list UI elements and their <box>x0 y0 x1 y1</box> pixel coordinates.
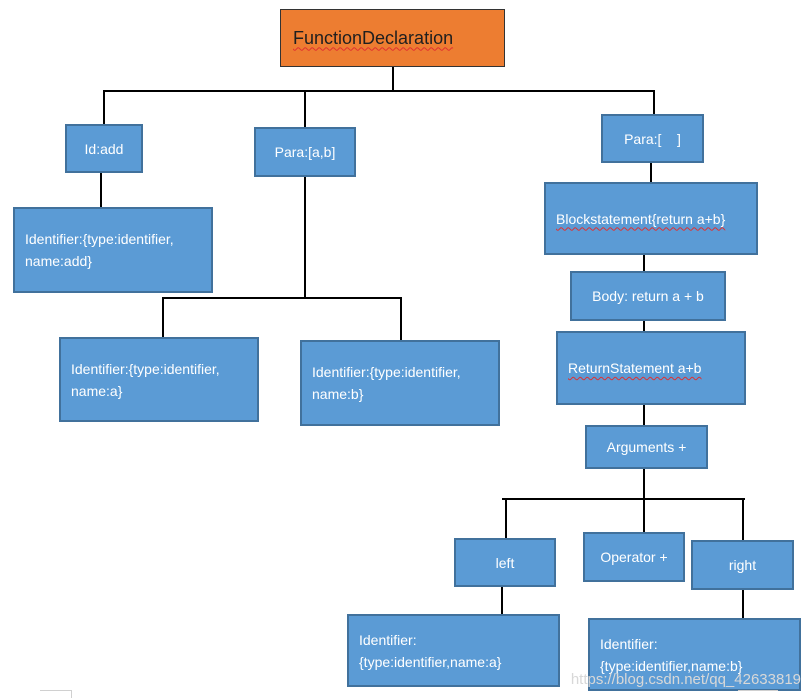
body-label: Body: return a + b <box>592 288 704 304</box>
watermark: https://blog.csdn.net/qq_42633819 <box>570 671 801 688</box>
connector-arguments-hbar <box>502 498 745 500</box>
identifier-b-label: Identifier:{type:identifier, name:b} <box>312 364 461 402</box>
body-node: Body: return a + b <box>570 271 726 321</box>
connector-to-identifier-b <box>400 297 402 341</box>
connector-to-identifier-a <box>162 297 164 338</box>
para-ab-label: Para:[a,b] <box>274 144 336 160</box>
connector-right-to-identifier <box>742 589 744 619</box>
id-add-label: Id:add <box>84 140 124 157</box>
right-node: right <box>691 540 794 590</box>
arguments-label: Arguments + <box>606 439 687 455</box>
return-statement-node: ReturnStatement a+b <box>556 331 746 405</box>
blockstatement-label: Blockstatement{return a+b} <box>556 210 726 227</box>
connector-to-id-add <box>103 90 105 125</box>
function-declaration-label: FunctionDeclaration <box>293 27 454 48</box>
connector-body-to-return <box>643 320 645 332</box>
function-declaration-node: FunctionDeclaration <box>280 9 505 67</box>
connector-to-para-ab <box>304 90 306 128</box>
connector-return-to-arguments <box>643 404 645 426</box>
connector-root-down <box>392 67 394 91</box>
para-empty-label: Para:[ ] <box>624 130 681 147</box>
identifier-left-a-node: Identifier:{type:identifier,name:a} <box>347 614 560 687</box>
return-statement-label: ReturnStatement a+b <box>568 360 702 376</box>
blockstatement-node: Blockstatement{return a+b} <box>544 182 758 255</box>
arguments-node: Arguments + <box>585 425 708 469</box>
operator-node: Operator + <box>583 532 685 582</box>
right-label: right <box>728 557 757 573</box>
left-label: left <box>495 554 515 571</box>
connector-arguments-down <box>643 468 645 500</box>
connector-id-to-identifier <box>100 173 102 208</box>
connector-para-ab-down <box>304 176 306 299</box>
id-add-node: Id:add <box>65 124 143 173</box>
identifier-left-a-label: Identifier:{type:identifier,name:a} <box>359 631 502 670</box>
connector-para-ab-hbar <box>162 297 402 299</box>
page-edge-mark-left <box>40 690 72 691</box>
identifier-add-node: Identifier:{type:identifier, name:add} <box>13 207 213 293</box>
identifier-right-b-label: Identifier:{type:identifier,name:b} <box>600 635 743 674</box>
connector-para-to-block <box>650 162 652 183</box>
page-edge-mark-right <box>738 690 778 691</box>
identifier-right-b-node: Identifier:{type:identifier,name:b} <box>588 618 801 691</box>
identifier-a-node: Identifier:{type:identifier, name:a} <box>59 337 259 422</box>
identifier-add-label: Identifier:{type:identifier, name:add} <box>25 231 174 269</box>
connector-to-left <box>505 498 507 539</box>
para-empty-node: Para:[ ] <box>601 114 704 163</box>
connector-left-to-identifier <box>501 586 503 615</box>
connector-root-hbar <box>103 90 655 92</box>
connector-to-operator <box>643 498 645 533</box>
para-ab-node: Para:[a,b] <box>254 127 356 177</box>
connector-to-right <box>742 498 744 541</box>
identifier-a-label: Identifier:{type:identifier, name:a} <box>71 360 220 399</box>
operator-label: Operator + <box>600 549 668 565</box>
connector-block-to-body <box>643 254 645 272</box>
page-edge-mark-left-tick <box>71 690 72 698</box>
left-node: left <box>454 538 556 587</box>
connector-to-para-empty <box>653 90 655 115</box>
identifier-b-node: Identifier:{type:identifier, name:b} <box>300 340 500 426</box>
